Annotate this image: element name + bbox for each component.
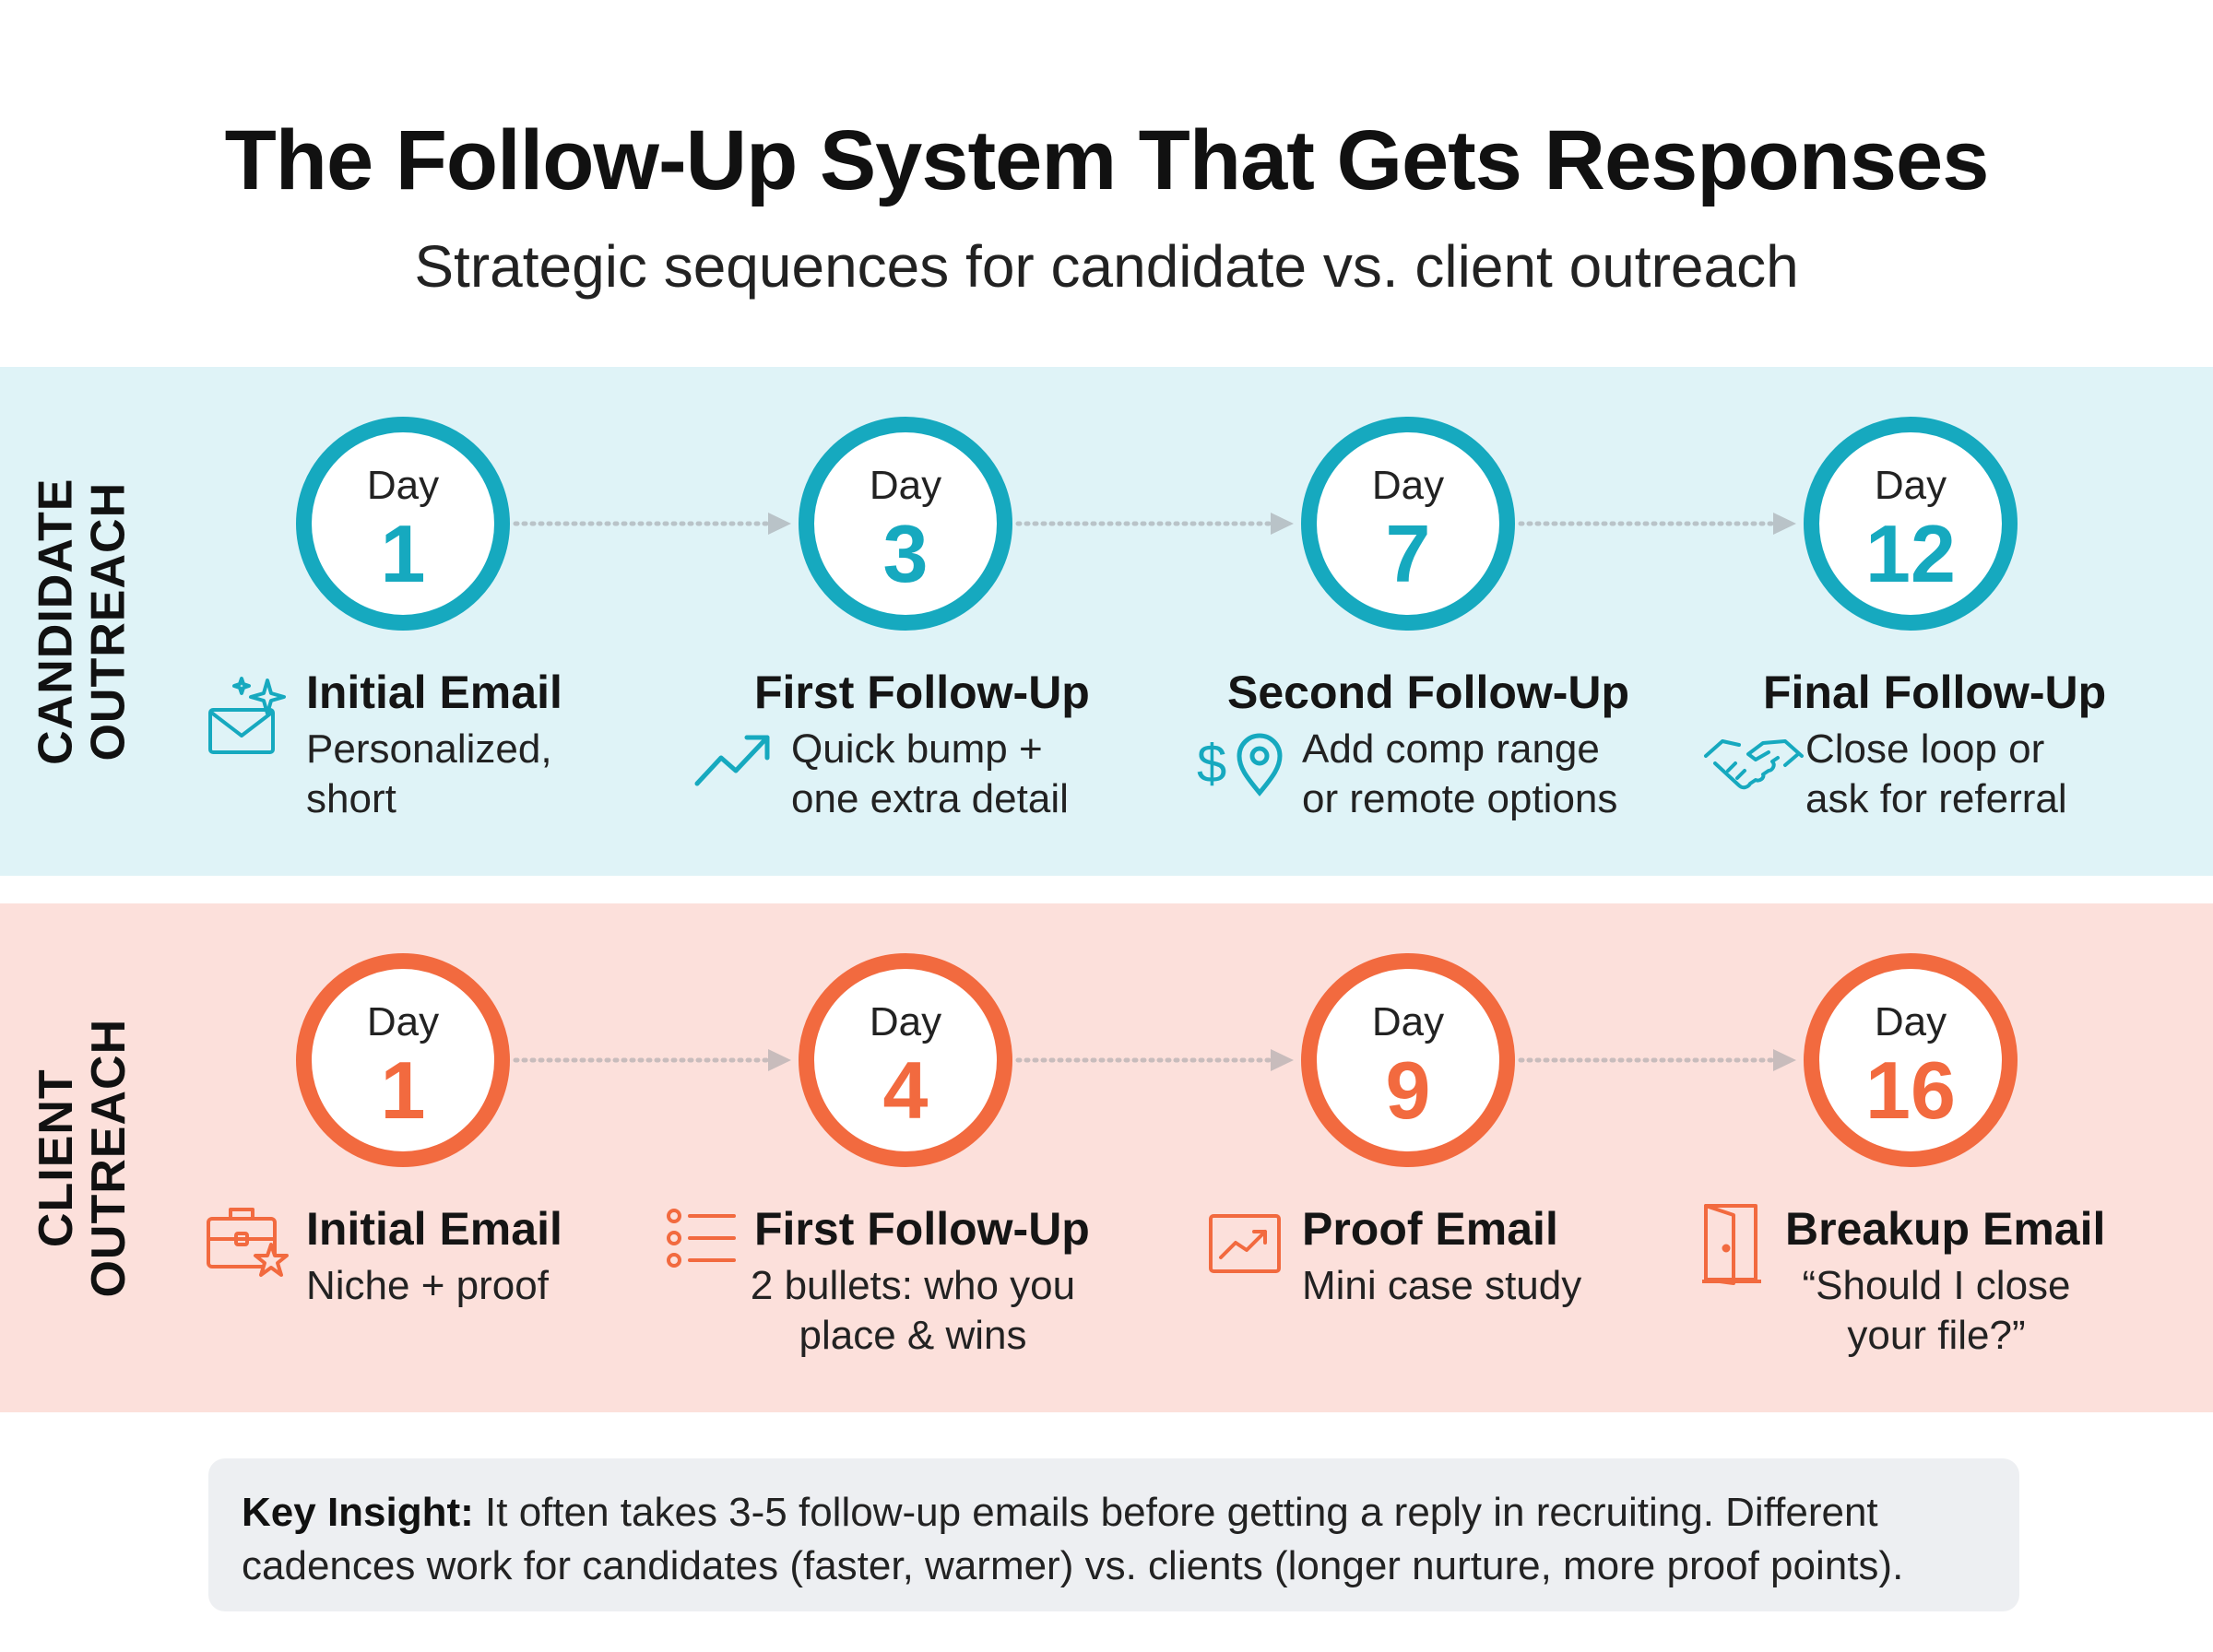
step-title: Second Follow-Up	[1227, 667, 1630, 718]
step-description: Personalized, short	[306, 726, 552, 821]
dotted-arrow-connector	[1518, 1049, 1796, 1071]
day-circle: Day 1	[296, 953, 510, 1167]
day-label: Day	[1371, 463, 1445, 508]
day-number: 1	[380, 1044, 426, 1136]
day-circle: Day 16	[1804, 953, 2018, 1167]
day-label: Day	[1874, 999, 1947, 1044]
day-label: Day	[366, 463, 440, 508]
key-insight-text: It often takes 3-5 follow-up emails befo…	[242, 1490, 1904, 1588]
day-number: 7	[1385, 508, 1431, 599]
client-band-label-wrap: CLIENT OUTREACH	[0, 903, 166, 1412]
day-circle: Day 12	[1804, 417, 2018, 631]
day-circle: Day 4	[799, 953, 1012, 1167]
dotted-arrow-connector	[1015, 513, 1294, 535]
briefcase-star-icon	[207, 1208, 289, 1277]
trend-up-icon	[694, 735, 770, 786]
step-description: Quick bump + one extra detail	[791, 726, 1069, 821]
step-title: Initial Email	[306, 667, 562, 718]
day-number: 3	[882, 508, 929, 599]
day-label: Day	[869, 999, 942, 1044]
svg-text:$: $	[1197, 734, 1226, 794]
step-title: First Follow-Up	[754, 667, 1090, 718]
day-number: 12	[1865, 508, 1956, 599]
dollar-location-icon: $	[1197, 733, 1283, 796]
step-description: Mini case study	[1302, 1263, 1582, 1308]
day-label: Day	[1371, 999, 1445, 1044]
dotted-arrow-connector	[1518, 513, 1796, 535]
page-title: The Follow-Up System That Gets Responses	[224, 113, 1990, 207]
key-insight-label: Key Insight:	[242, 1490, 474, 1535]
dotted-arrow-connector	[513, 1049, 791, 1071]
day-label: Day	[366, 999, 440, 1044]
day-number: 9	[1385, 1044, 1431, 1136]
day-label: Day	[1874, 463, 1947, 508]
step-description: Close loop or ask for referral	[1805, 726, 2067, 821]
list-icon	[667, 1209, 736, 1268]
candidate-band-label-wrap: CANDIDATE OUTREACH	[0, 367, 166, 876]
candidate-band-label: CANDIDATE OUTREACH	[29, 478, 136, 765]
step-description: Add comp range or remote options	[1302, 726, 1618, 821]
day-circle: Day 1	[296, 417, 510, 631]
step-description: “Should I close your file?”	[1802, 1263, 2071, 1358]
door-exit-icon	[1702, 1204, 1761, 1285]
dotted-arrow-connector	[1015, 1049, 1294, 1071]
page-subtitle: Strategic sequences for candidate vs. cl…	[414, 233, 1799, 300]
day-label: Day	[869, 463, 942, 508]
chart-up-icon	[1209, 1214, 1281, 1273]
step-description: Niche + proof	[306, 1263, 549, 1308]
day-number: 16	[1865, 1044, 1956, 1136]
step-title: Final Follow-Up	[1763, 667, 2107, 718]
step-title: Breakup Email	[1785, 1203, 2106, 1255]
step-title: First Follow-Up	[754, 1203, 1090, 1255]
client-band-label: CLIENT OUTREACH	[29, 1018, 136, 1298]
key-insight-box: Key Insight: It often takes 3-5 follow-u…	[208, 1458, 2019, 1611]
step-title: Proof Email	[1302, 1203, 1558, 1255]
step-title: Initial Email	[306, 1203, 562, 1255]
dotted-arrow-connector	[513, 513, 791, 535]
candidate-outreach-band: CANDIDATE OUTREACH Day 1 Day 3 Day 7 Day…	[0, 367, 2213, 876]
day-number: 4	[882, 1044, 929, 1136]
day-circle: Day 3	[799, 417, 1012, 631]
day-circle: Day 7	[1301, 417, 1515, 631]
step-description: 2 bullets: who you place & wins	[750, 1263, 1076, 1358]
day-number: 1	[380, 508, 426, 599]
sparkle-mail-icon	[208, 677, 286, 754]
day-circle: Day 9	[1301, 953, 1515, 1167]
client-outreach-band: CLIENT OUTREACH Day 1 Day 4 Day 9 Day 16	[0, 903, 2213, 1412]
handshake-icon	[1704, 739, 1804, 790]
